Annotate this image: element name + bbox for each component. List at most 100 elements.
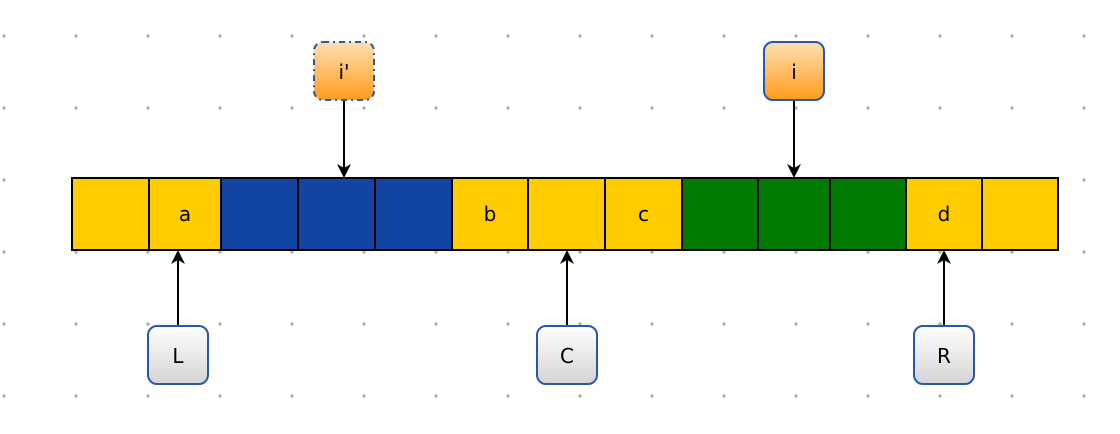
array-cell-fill bbox=[297, 177, 376, 251]
grid-dot bbox=[650, 106, 654, 110]
grid-dot bbox=[1082, 34, 1086, 38]
grid-dot bbox=[290, 34, 294, 38]
pointer-i-prime-box bbox=[313, 41, 375, 101]
array-cell-fill bbox=[905, 177, 983, 251]
pointer-i-box bbox=[763, 41, 825, 101]
grid-dot bbox=[362, 106, 366, 110]
grid-dot bbox=[578, 106, 582, 110]
grid-dot bbox=[362, 322, 366, 326]
grid-dot bbox=[650, 394, 654, 398]
array-cell-fill bbox=[374, 177, 453, 251]
grid-dot bbox=[146, 34, 150, 38]
grid-dot bbox=[2, 250, 6, 254]
pointer-i-prime-label: i' bbox=[338, 60, 349, 84]
grid-dot bbox=[218, 322, 222, 326]
grid-dot bbox=[1010, 106, 1014, 110]
grid-dot bbox=[74, 322, 78, 326]
array-cell-fill bbox=[757, 177, 831, 251]
grid-dot bbox=[218, 106, 222, 110]
array-cell bbox=[829, 177, 907, 251]
array-cell-fill bbox=[981, 177, 1059, 251]
array-cell-label: b bbox=[484, 202, 497, 226]
grid-dot bbox=[506, 394, 510, 398]
grid-dot bbox=[2, 34, 6, 38]
grid-dot bbox=[938, 34, 942, 38]
array-cell: c bbox=[604, 177, 683, 251]
grid-dot bbox=[1010, 394, 1014, 398]
grid-dot bbox=[2, 178, 6, 182]
pointer-i-prime: i' bbox=[313, 41, 375, 178]
grid-dot bbox=[866, 394, 870, 398]
grid-dot bbox=[1082, 322, 1086, 326]
pointer-C-box bbox=[536, 325, 598, 385]
grid-dot bbox=[434, 394, 438, 398]
pointer-group: i' iL C R bbox=[147, 41, 975, 385]
grid-dot bbox=[218, 34, 222, 38]
grid-dot bbox=[290, 106, 294, 110]
grid-dot bbox=[722, 394, 726, 398]
grid-dot bbox=[506, 106, 510, 110]
grid-dot bbox=[794, 34, 798, 38]
grid-dot bbox=[2, 394, 6, 398]
grid-dot bbox=[578, 34, 582, 38]
array-cell-fill bbox=[451, 177, 529, 251]
grid-dot bbox=[2, 106, 6, 110]
grid-dot bbox=[1010, 34, 1014, 38]
grid-dot bbox=[866, 106, 870, 110]
grid-dot bbox=[146, 394, 150, 398]
grid-dot bbox=[434, 106, 438, 110]
pointer-R: R bbox=[913, 250, 975, 385]
grid-dot bbox=[74, 394, 78, 398]
grid-dot bbox=[74, 34, 78, 38]
grid-dot bbox=[722, 34, 726, 38]
grid-dot bbox=[146, 322, 150, 326]
array-cell bbox=[220, 177, 299, 251]
grid-dot bbox=[650, 322, 654, 326]
array-cells: a b c d bbox=[71, 177, 1059, 251]
array-cell-fill bbox=[71, 177, 150, 251]
array-cell bbox=[981, 177, 1059, 251]
grid-dot bbox=[290, 394, 294, 398]
grid-dot bbox=[866, 322, 870, 326]
grid-dot bbox=[1082, 394, 1086, 398]
array-cell-fill bbox=[220, 177, 299, 251]
grid-dot bbox=[650, 34, 654, 38]
array-cell-fill bbox=[604, 177, 683, 251]
grid-dot bbox=[938, 394, 942, 398]
array-cell bbox=[527, 177, 606, 251]
grid-dot bbox=[722, 106, 726, 110]
pointer-R-box bbox=[913, 325, 975, 385]
array-cell: d bbox=[905, 177, 983, 251]
array-cell-label: c bbox=[638, 202, 649, 226]
grid-dot bbox=[434, 322, 438, 326]
pointer-R-label: R bbox=[937, 344, 951, 368]
grid-dot bbox=[362, 394, 366, 398]
pointer-L-box bbox=[147, 325, 209, 385]
pointer-i: i bbox=[763, 41, 825, 178]
grid-dot bbox=[362, 34, 366, 38]
grid-dot bbox=[506, 322, 510, 326]
grid-dot bbox=[146, 106, 150, 110]
array-cell-label: a bbox=[179, 202, 191, 226]
grid-dot bbox=[290, 322, 294, 326]
grid-dot bbox=[866, 34, 870, 38]
array-cell-fill bbox=[527, 177, 606, 251]
grid-dot bbox=[74, 106, 78, 110]
grid-dot bbox=[794, 322, 798, 326]
grid-dot bbox=[2, 322, 6, 326]
array-cell bbox=[71, 177, 150, 251]
array-cell-label: d bbox=[938, 202, 951, 226]
array-cell: a bbox=[148, 177, 222, 251]
pointer-L: L bbox=[147, 250, 209, 385]
array-cell bbox=[297, 177, 376, 251]
array-cell bbox=[681, 177, 759, 251]
array-cell-fill bbox=[681, 177, 759, 251]
grid-dot bbox=[794, 394, 798, 398]
pointer-C: C bbox=[536, 250, 598, 385]
grid-dot bbox=[938, 106, 942, 110]
grid-dot bbox=[1082, 178, 1086, 182]
grid-dot bbox=[722, 322, 726, 326]
grid-dot bbox=[578, 394, 582, 398]
array-cell bbox=[757, 177, 831, 251]
